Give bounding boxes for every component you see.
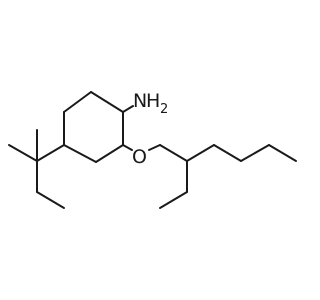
- ring-bond-6: [63, 91, 92, 113]
- amine-hydrogen-count: 2: [160, 102, 168, 117]
- ethyl-branch-bond-2: [159, 191, 188, 209]
- ring-bond-4: [63, 144, 97, 163]
- chain-bond-1: [159, 144, 188, 162]
- cyclohexane-ring: [63, 91, 124, 163]
- ring-bond-3: [95, 144, 124, 163]
- amine-hydrogen-label: H: [146, 90, 160, 112]
- tert-pentyl-group: [8, 129, 65, 209]
- amine-nitrogen-label: N: [133, 90, 147, 112]
- chain-bond-4: [240, 144, 270, 162]
- chain-bond-5: [268, 144, 297, 162]
- ring-to-quaternary-bond: [36, 144, 65, 162]
- ethylhexyl-chain: [159, 144, 297, 209]
- structure-canvas: N H 2 O: [8, 90, 297, 209]
- c-n-bond: [122, 105, 134, 113]
- amine-group: N H 2: [133, 90, 168, 117]
- chain-bond-3: [213, 144, 242, 162]
- ethyl-down-bond-2: [36, 191, 65, 209]
- o-ch2-bond: [148, 144, 161, 151]
- chain-bond-2: [186, 144, 215, 162]
- c-o-bond: [122, 144, 133, 151]
- methyl-left-bond: [8, 144, 38, 162]
- ring-bond-1: [90, 91, 124, 113]
- molecule-diagram: N H 2 O: [8, 90, 297, 209]
- ether-oxygen-label: O: [132, 146, 147, 168]
